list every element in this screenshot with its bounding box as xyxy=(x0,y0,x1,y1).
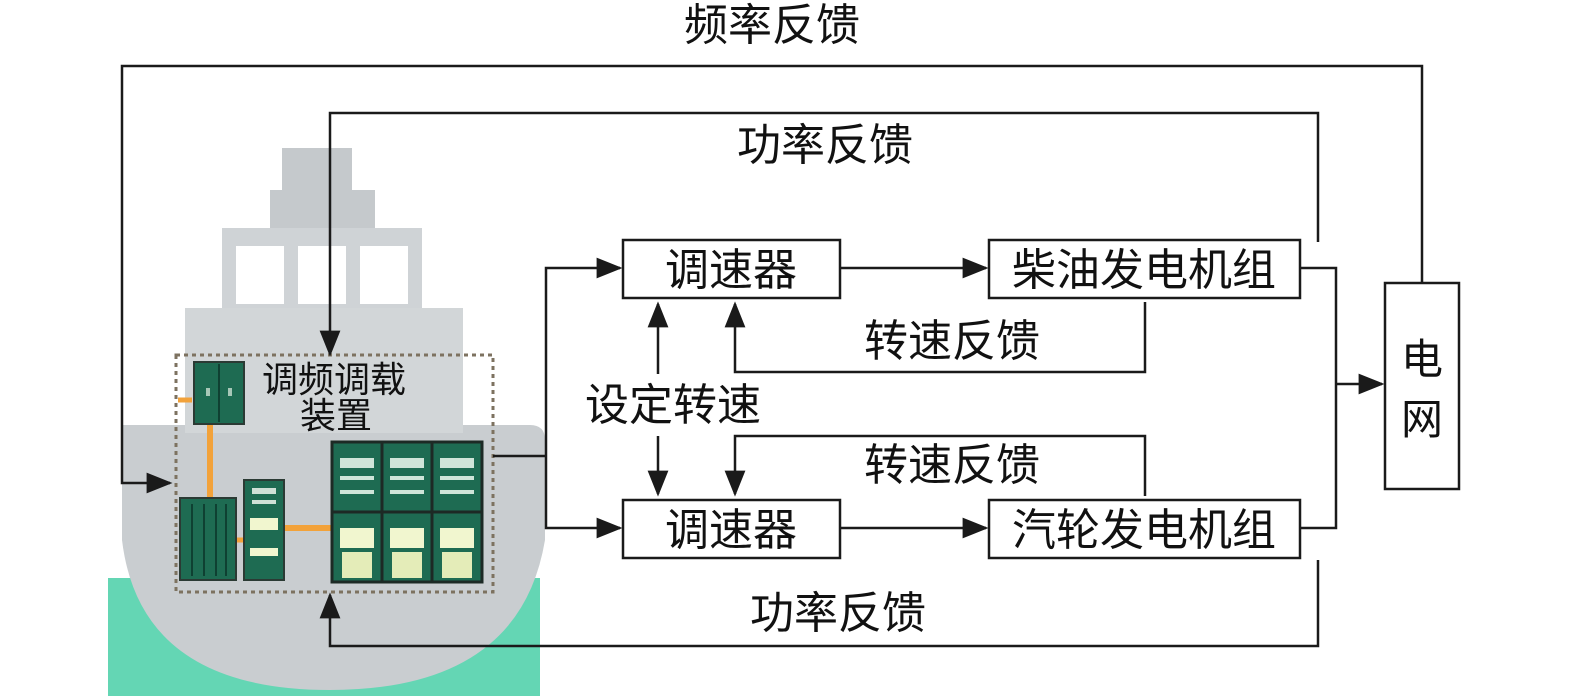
speed-feedback-bottom-label: 转速反馈 xyxy=(864,440,1040,491)
ship-illustration: 调频调载 装置 xyxy=(108,148,545,696)
window xyxy=(360,246,408,304)
window xyxy=(236,246,284,304)
window xyxy=(298,246,346,304)
to-governor-bottom-line xyxy=(544,456,623,539)
power-feedback-top-label: 功率反馈 xyxy=(737,120,913,171)
device-label-line1: 调频调载 xyxy=(262,360,406,401)
frequency-feedback-label: 频率反馈 xyxy=(684,0,860,51)
set-speed-label: 设定转速 xyxy=(585,380,761,431)
diesel-to-bus-line xyxy=(1300,266,1338,530)
to-governor-top-line xyxy=(544,257,623,456)
power-grid-block: 电 网 xyxy=(1383,281,1461,491)
governor-bottom-label: 调速器 xyxy=(665,505,797,556)
grid-label-line1: 电 xyxy=(1401,335,1443,384)
speed-feedback-bottom-line xyxy=(724,434,1147,497)
power-feedback-bottom-label: 功率反馈 xyxy=(750,588,926,639)
power-feedback-bottom-line xyxy=(319,560,1320,648)
main-switchboard xyxy=(330,440,484,584)
device-label-line2: 装置 xyxy=(300,396,372,437)
grid-label-line2: 网 xyxy=(1401,395,1443,444)
frequency-feedback-line xyxy=(120,64,1424,494)
turbine-genset-label: 汽轮发电机组 xyxy=(1012,505,1276,556)
diesel-genset-block: 柴油发电机组 xyxy=(987,238,1302,300)
diesel-genset-label: 柴油发电机组 xyxy=(1012,245,1276,296)
governor-bottom-block: 调速器 xyxy=(621,498,842,560)
governor-top-label: 调速器 xyxy=(665,245,797,296)
speed-feedback-top-label: 转速反馈 xyxy=(864,316,1040,367)
speed-feedback-top-line xyxy=(724,301,1147,374)
turbine-genset-block: 汽轮发电机组 xyxy=(987,498,1302,560)
switch-cabinet xyxy=(179,497,237,581)
power-feedback-top-line xyxy=(319,111,1320,357)
device-enclosure xyxy=(174,353,495,594)
governor-top-block: 调速器 xyxy=(621,238,842,300)
